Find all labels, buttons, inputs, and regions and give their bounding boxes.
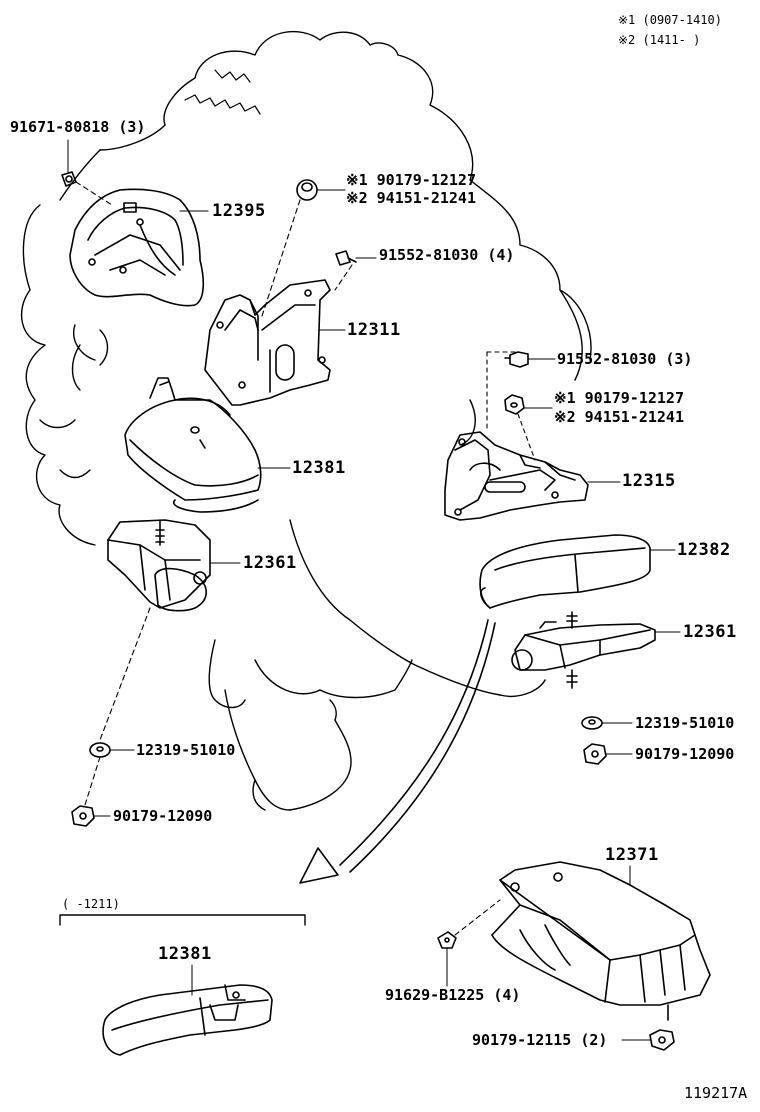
nut-90179-12090-left-icon <box>71 805 95 827</box>
nut-90179-lower-icon <box>504 394 525 415</box>
label-12382: 12382 <box>677 540 731 560</box>
note-1: ※1 (0907-1410) <box>618 13 722 27</box>
dash-91671 <box>75 181 113 206</box>
label-91629-b1225: 91629-B1225 (4) <box>385 986 521 1004</box>
inset-bracket-line <box>59 914 306 926</box>
label-94151-21241-upper: ※2 94151-21241 <box>346 189 476 207</box>
bracket-12395 <box>69 188 205 307</box>
mount-12361-right <box>511 611 656 689</box>
bracket-12311 <box>204 279 331 406</box>
dash-left-stack-2 <box>84 756 101 806</box>
label-12319-51010-right: 12319-51010 <box>635 714 735 732</box>
note-2: ※2 (1411- ) <box>618 33 701 47</box>
label-90179-12090-left: 90179-12090 <box>113 807 213 825</box>
label-12361-right: 12361 <box>683 622 737 642</box>
washer-12319-right-icon <box>581 716 603 730</box>
label-90179-12127-lower: ※1 90179-12127 <box>554 389 684 407</box>
label-90179-12090-right: 90179-12090 <box>635 745 735 763</box>
insulator-12382 <box>479 534 651 609</box>
washer-12319-left-icon <box>89 742 111 758</box>
label-91552-81030-4: 91552-81030 (4) <box>379 246 515 264</box>
bolt-91629-icon <box>437 931 457 949</box>
label-12381-lower: 12381 <box>158 944 212 964</box>
bracket-12315 <box>444 431 589 521</box>
inset-range: ( -1211) <box>62 897 120 911</box>
crossmember-12371 <box>491 861 711 1021</box>
dash-left-stack <box>99 607 151 741</box>
nut-90179-12115-icon <box>649 1029 675 1051</box>
label-12381: 12381 <box>292 458 346 478</box>
nut-90179-12090-right-icon <box>583 743 607 765</box>
label-12319-51010-left: 12319-51010 <box>136 741 236 759</box>
dash-91552-4 <box>334 264 353 291</box>
label-12395: 12395 <box>212 201 266 221</box>
label-90179-12115: 90179-12115 (2) <box>472 1031 608 1049</box>
label-90179-12127-upper: ※1 90179-12127 <box>346 171 476 189</box>
label-12311: 12311 <box>347 320 401 340</box>
dash-nut-upper <box>261 199 301 317</box>
mount-12361-left <box>107 519 211 612</box>
label-91671-80818: 91671-80818 (3) <box>10 118 146 136</box>
bolt-91552-4-icon <box>335 250 357 266</box>
dash-91629 <box>454 899 501 936</box>
figure-id: 119217A <box>684 1084 748 1102</box>
dash-nut-lower <box>517 413 536 461</box>
curved-arrow-icon <box>299 619 496 884</box>
nut-90179-upper-icon <box>296 179 318 201</box>
insulator-12381 <box>124 377 262 513</box>
bolt-91552-3-icon <box>504 351 529 368</box>
label-12361-left: 12361 <box>243 553 297 573</box>
bolt-91671-icon <box>61 171 77 187</box>
label-12371: 12371 <box>605 845 659 865</box>
insulator-12381-lower <box>102 984 273 1056</box>
label-91552-81030-3: 91552-81030 (3) <box>557 350 693 368</box>
label-94151-21241-lower: ※2 94151-21241 <box>554 408 684 426</box>
label-12315: 12315 <box>622 471 676 491</box>
engine-outline <box>20 30 592 811</box>
